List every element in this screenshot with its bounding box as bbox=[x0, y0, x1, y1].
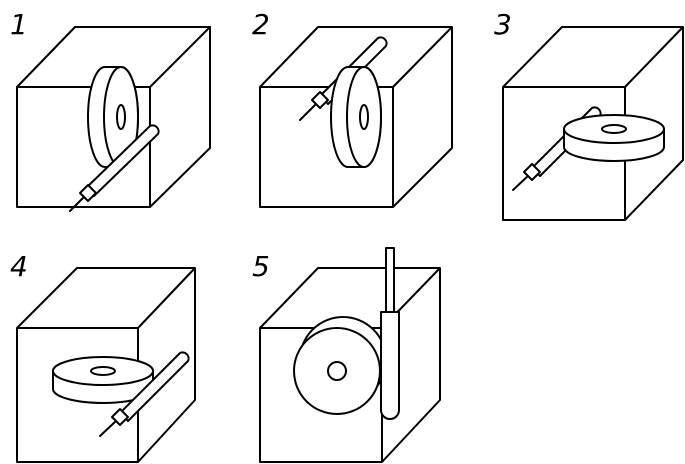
figure-4: 4 bbox=[10, 250, 196, 463]
grinding-wheel-vertical-face bbox=[293, 316, 387, 415]
rod bbox=[69, 124, 160, 212]
grinding-wheel-horizontal bbox=[563, 114, 665, 162]
figure-5: 5 bbox=[252, 247, 441, 463]
figure-label-5: 5 bbox=[252, 250, 270, 283]
figure-label-1: 1 bbox=[10, 8, 28, 41]
figure-label-2: 2 bbox=[252, 8, 270, 41]
figure-1: 1 bbox=[10, 8, 211, 212]
rod bbox=[99, 351, 190, 437]
grinding-wheel-vertical bbox=[330, 66, 382, 168]
cube bbox=[502, 26, 684, 221]
figure-label-4: 4 bbox=[10, 250, 28, 283]
figure-2: 2 bbox=[252, 8, 453, 208]
figure-3: 3 bbox=[494, 8, 684, 221]
vertical-rod bbox=[380, 247, 400, 420]
figure-label-3: 3 bbox=[494, 8, 512, 41]
cube bbox=[16, 267, 196, 463]
